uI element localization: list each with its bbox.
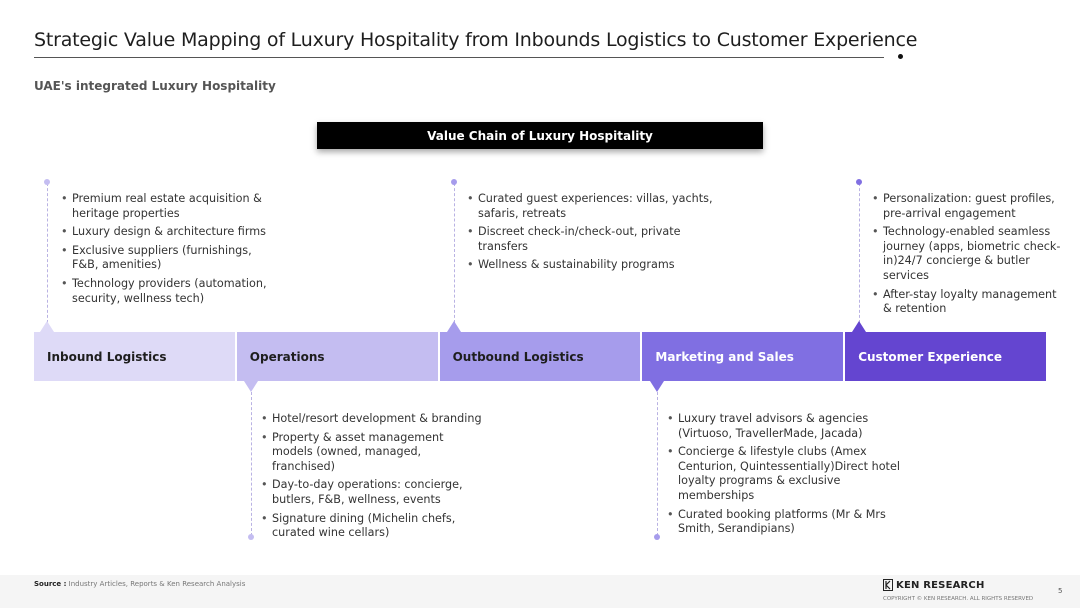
stage-label: Inbound Logistics — [47, 349, 167, 364]
ken-research-logo-icon — [883, 579, 893, 591]
list-item: After-stay loyalty management & retentio… — [872, 288, 1064, 317]
pointer-inbound — [40, 321, 54, 332]
list-item: Day-to-day operations: concierge, butler… — [261, 478, 486, 507]
footer-bar — [0, 575, 1080, 608]
list-item: Hotel/resort development & branding — [261, 412, 486, 427]
connector-customer — [859, 183, 860, 323]
value-chain-banner: Value Chain of Luxury Hospitality — [317, 122, 763, 149]
list-item: Curated guest experiences: villas, yacht… — [467, 192, 717, 221]
connector-outbound — [454, 183, 455, 323]
connector-operations — [251, 392, 252, 536]
stage-operations: Operations — [236, 332, 438, 381]
connector-inbound — [47, 183, 48, 323]
pointer-outbound — [447, 321, 461, 332]
stage-label: Operations — [249, 349, 325, 364]
page-number: 5 — [1058, 587, 1063, 595]
list-item: Luxury design & architecture firms — [61, 225, 276, 240]
connector-dot-outbound — [451, 179, 457, 185]
pointer-marketing — [650, 381, 664, 392]
operations-details-list: Hotel/resort development & branding Prop… — [261, 412, 486, 545]
inbound-details-list: Premium real estate acquisition & herita… — [61, 192, 276, 310]
value-chain-stages: Inbound Logistics Operations Outbound Lo… — [34, 332, 1046, 381]
stage-outbound-logistics: Outbound Logistics — [439, 332, 641, 381]
stage-marketing-and-sales: Marketing and Sales — [642, 332, 844, 381]
list-item: Property & asset management models (owne… — [261, 431, 486, 475]
marketing-details-list: Luxury travel advisors & agencies (Virtu… — [667, 412, 917, 541]
pointer-operations — [244, 381, 258, 392]
stage-customer-experience: Customer Experience — [845, 332, 1046, 381]
list-item: Signature dining (Michelin chefs, curate… — [261, 512, 486, 541]
outbound-details-list: Curated guest experiences: villas, yacht… — [467, 192, 717, 277]
list-item: Curated booking platforms (Mr & Mrs Smit… — [667, 508, 917, 537]
title-underline — [34, 57, 884, 58]
list-item: Exclusive suppliers (furnishings, F&B, a… — [61, 244, 276, 273]
copyright-text: COPYRIGHT © KEN RESEARCH. ALL RIGHTS RES… — [883, 596, 1034, 602]
stage-label: Customer Experience — [858, 349, 1003, 364]
brand-logo: KEN RESEARCH — [883, 579, 985, 591]
connector-marketing — [657, 392, 658, 536]
stage-label: Marketing and Sales — [655, 349, 794, 364]
source-note: Source : Industry Articles, Reports & Ke… — [34, 580, 245, 588]
title-dot — [898, 54, 903, 59]
customer-details-list: Personalization: guest profiles, pre-arr… — [872, 192, 1064, 321]
list-item: Technology-enabled seamless journey (app… — [872, 225, 1064, 283]
list-item: Personalization: guest profiles, pre-arr… — [872, 192, 1064, 221]
connector-dot-customer — [856, 179, 862, 185]
list-item: Concierge & lifestyle clubs (Amex Centur… — [667, 445, 917, 503]
list-item: Wellness & sustainability programs — [467, 258, 717, 273]
list-item: Discreet check-in/check-out, private tra… — [467, 225, 717, 254]
source-label: Source : — [34, 580, 67, 588]
page-subtitle: UAE's integrated Luxury Hospitality — [34, 79, 276, 93]
pointer-customer — [852, 321, 866, 332]
stage-label: Outbound Logistics — [452, 349, 584, 364]
source-text: Industry Articles, Reports & Ken Researc… — [68, 580, 246, 588]
list-item: Luxury travel advisors & agencies (Virtu… — [667, 412, 917, 441]
stage-inbound-logistics: Inbound Logistics — [34, 332, 235, 381]
page-title: Strategic Value Mapping of Luxury Hospit… — [34, 29, 918, 51]
list-item: Premium real estate acquisition & herita… — [61, 192, 276, 221]
list-item: Technology providers (automation, securi… — [61, 277, 276, 306]
connector-dot-marketing — [654, 534, 660, 540]
connector-dot-operations — [248, 534, 254, 540]
brand-name: KEN RESEARCH — [896, 579, 985, 591]
connector-dot-inbound — [44, 179, 50, 185]
value-chain-banner-label: Value Chain of Luxury Hospitality — [427, 128, 653, 143]
